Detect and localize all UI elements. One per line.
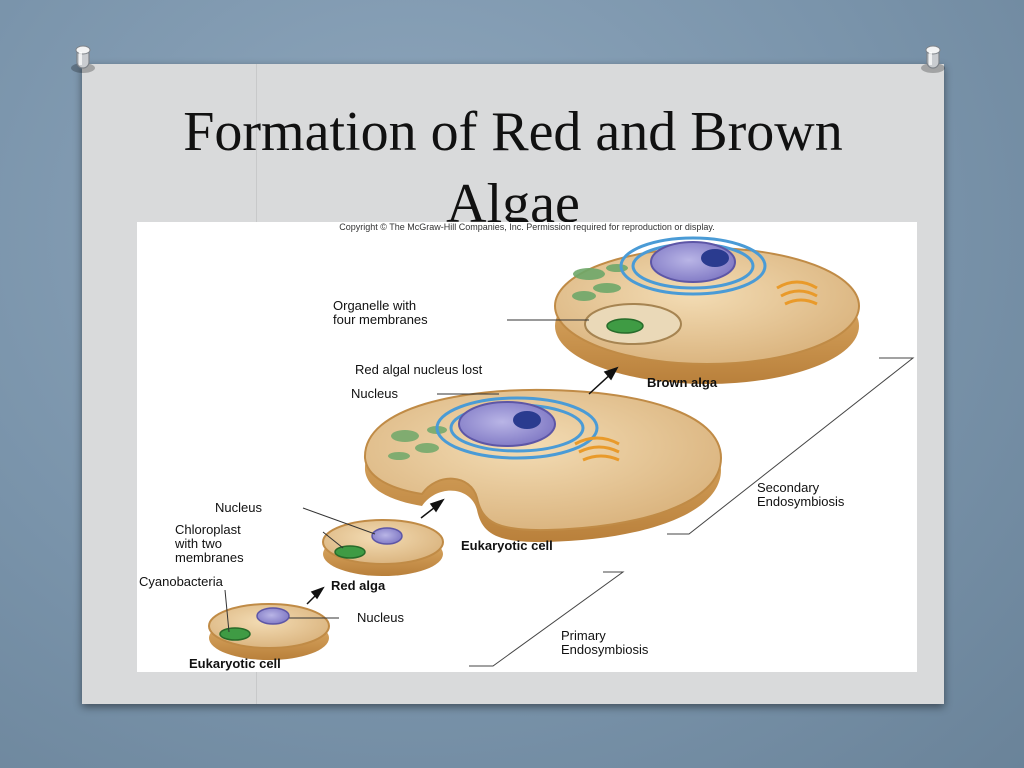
slide-title: Formation of Red and Brown Algae [82,96,944,240]
label-eukaryotic-cell-bottom: Eukaryotic cell [189,656,281,671]
cyanobacterium [219,627,251,641]
eukaryotic-cell-chloroplasts [388,426,447,460]
label-primary-line-2: Endosymbiosis [561,642,649,657]
label-eukaryotic-cell-mid: Eukaryotic cell [461,538,553,553]
label-secondary-line-2: Endosymbiosis [757,494,845,509]
label-primary-line-1: Primary [561,628,606,643]
slide-title-line-1: Formation of Red and Brown [183,101,843,163]
primary-bracket [469,571,625,667]
pushpin-left-icon [71,45,95,73]
label-organelle-line-2: four membranes [333,312,428,327]
label-red-algal-nucleus-lost: Red algal nucleus lost [355,362,483,377]
eukaryotic-cell-host [208,603,330,660]
eukaryotic-cell-engulfing [363,388,723,543]
copyright-notice: Copyright © The McGraw-Hill Companies, I… [339,222,715,232]
secondary-bracket [667,357,915,535]
red-alga-chloroplast [334,545,366,559]
red-alga-nucleus [371,527,403,545]
label-chloroplast-line-1: Chloroplast [175,522,241,537]
secondary-chloroplast [606,318,644,334]
eukaryotic-cell-nucleolus [513,411,541,429]
eukaryotic-cell-golgi [574,436,620,462]
label-chloroplast-line-2: with two [174,536,222,551]
progression-arrows [306,366,619,605]
label-nucleus-bottom: Nucleus [357,610,404,625]
arrow-head-icon [429,498,445,513]
label-chloroplast-line-3: membranes [175,550,244,565]
label-secondary-line-1: Secondary [757,480,820,495]
pointer-lines [224,319,589,633]
red-alga-cell [322,519,444,576]
endosymbiosis-diagram: Copyright © The McGraw-Hill Companies, I… [137,222,917,672]
brown-alga-cell [554,236,860,384]
label-red-alga: Red alga [331,578,386,593]
pushpin-right-icon [921,45,945,73]
brown-alga-golgi [776,280,818,306]
label-brown-alga: Brown alga [647,375,718,390]
diagram-canvas: Organelle with four membranes Red algal … [139,236,915,671]
label-nucleus-top: Nucleus [351,386,398,401]
host-cell-nucleus [256,607,290,625]
label-cyanobacteria: Cyanobacteria [139,574,224,589]
brown-alga-nucleolus [701,249,729,267]
eukaryotic-cell-nucleus [458,401,556,447]
label-nucleus-mid: Nucleus [215,500,262,515]
label-organelle-line-1: Organelle with [333,298,416,313]
endosymbiosis-brackets [469,357,915,667]
arrow-head-icon [603,366,619,381]
arrow-head-icon [310,586,325,600]
